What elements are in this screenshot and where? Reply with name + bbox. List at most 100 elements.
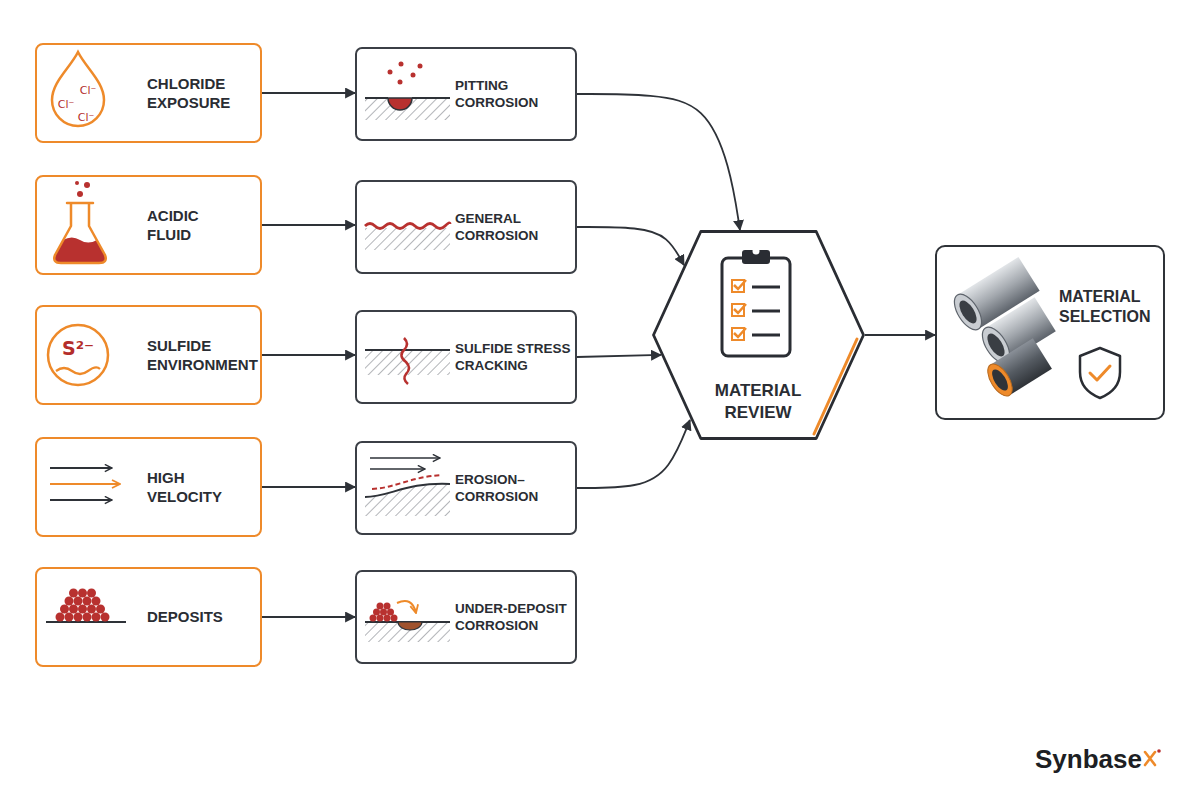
selection-box: MATERIAL SELECTION bbox=[935, 245, 1165, 420]
hazard-box: HIGH VELOCITY bbox=[35, 437, 262, 537]
deposit-particle bbox=[83, 597, 92, 606]
mechanism-box: UNDER-DEPOSIT CORROSION bbox=[355, 570, 577, 664]
pipe-bore bbox=[984, 331, 1008, 359]
flow-arrow bbox=[577, 355, 661, 357]
mechanism-box: EROSION–CORROSION bbox=[355, 441, 577, 535]
flask-rim bbox=[67, 202, 93, 205]
deposit-particle bbox=[373, 609, 380, 616]
deposit-particle bbox=[69, 605, 78, 614]
logo-text: Synbase bbox=[1035, 746, 1142, 772]
flow-arrow bbox=[262, 224, 355, 226]
ion-dot bbox=[399, 62, 404, 67]
velocity-icon bbox=[50, 468, 120, 500]
metal-hatch bbox=[365, 350, 450, 375]
surface-line bbox=[365, 621, 450, 623]
ion-dot bbox=[388, 70, 393, 75]
flow-arrow bbox=[262, 354, 355, 356]
clipboard-board bbox=[722, 258, 790, 356]
bubble bbox=[84, 182, 90, 188]
deposit-particle bbox=[69, 589, 78, 598]
flow-arrow bbox=[865, 334, 935, 336]
deposit-particle bbox=[60, 605, 69, 614]
surface-line bbox=[365, 349, 450, 351]
acid-flask-icon bbox=[54, 181, 106, 263]
flow-arrow-symbol bbox=[370, 457, 440, 459]
check-mark bbox=[734, 280, 746, 337]
pipe-body bbox=[990, 338, 1051, 395]
sulfide-wave bbox=[56, 367, 100, 374]
pipe-bore bbox=[989, 367, 1011, 393]
flow-arrow-symbol bbox=[370, 468, 425, 470]
flow-arrow bbox=[577, 94, 740, 230]
metal-hatch bbox=[365, 228, 450, 250]
pipe-face bbox=[949, 290, 987, 335]
deposit-particle bbox=[384, 615, 391, 622]
check-line bbox=[752, 287, 780, 335]
deposit-particle bbox=[96, 605, 105, 614]
stress-cracking-icon bbox=[365, 338, 450, 384]
deposit-particle bbox=[78, 605, 87, 614]
node-label: SULFIDE ENVIRONMENT bbox=[147, 336, 243, 374]
attack-arrow bbox=[397, 601, 416, 613]
deposit-particle bbox=[370, 615, 377, 622]
mechanism-box: GENERAL CORROSION bbox=[355, 180, 577, 274]
surface-line bbox=[365, 484, 450, 497]
node-label: PITTING CORROSION bbox=[455, 77, 575, 112]
flow-arrow bbox=[262, 616, 355, 618]
clip-hole bbox=[753, 248, 760, 255]
hazard-box: SULFIDE ENVIRONMENT bbox=[35, 305, 262, 405]
node-label: EROSION–CORROSION bbox=[455, 471, 575, 506]
deposit-particle bbox=[78, 589, 87, 598]
drop-outline bbox=[52, 52, 104, 126]
node-label: SULFIDE STRESS CRACKING bbox=[455, 340, 575, 375]
node-label: MATERIAL REVIEW bbox=[703, 380, 813, 424]
corroded-surface bbox=[365, 223, 450, 229]
pit bbox=[388, 98, 412, 110]
ion-dot bbox=[398, 80, 403, 85]
shield-check bbox=[1090, 366, 1110, 380]
flow-arrow-symbol bbox=[50, 467, 112, 469]
general-corrosion-icon bbox=[365, 223, 450, 250]
sulfide-icon bbox=[48, 325, 108, 385]
deposit-particle bbox=[377, 603, 384, 610]
erosion-icon bbox=[365, 458, 450, 516]
pipes-icon bbox=[949, 257, 1056, 400]
metal-hatch bbox=[365, 622, 450, 642]
flow-arrow bbox=[577, 227, 684, 265]
logo-x bbox=[1145, 752, 1155, 765]
surface-line bbox=[46, 621, 126, 623]
pipe-symbol bbox=[983, 338, 1052, 400]
logo-dot bbox=[1157, 749, 1161, 753]
node-label: DEPOSITS bbox=[147, 607, 243, 626]
check-box bbox=[732, 304, 744, 316]
deposit-particle bbox=[74, 597, 83, 606]
flow-arrow bbox=[577, 420, 690, 488]
clipboard-icon bbox=[722, 248, 790, 357]
deposit-particle bbox=[380, 609, 387, 616]
erosion-path bbox=[372, 475, 442, 489]
node-label: GENERAL CORROSION bbox=[455, 210, 575, 245]
node-label: ACIDIC FLUID bbox=[147, 206, 243, 244]
deposit-particle bbox=[92, 597, 101, 606]
shield-icon bbox=[1080, 348, 1120, 398]
pipe-body bbox=[985, 297, 1055, 362]
shield-outline bbox=[1080, 348, 1120, 398]
deposit-particle bbox=[87, 605, 96, 614]
pipe-symbol bbox=[977, 297, 1056, 367]
ion-label: Cl⁻ bbox=[78, 112, 95, 123]
chloride-drop-icon bbox=[52, 52, 104, 126]
review-hexagon: MATERIAL REVIEW bbox=[652, 230, 865, 440]
pipe-face bbox=[983, 360, 1017, 400]
deposit-pile-icon bbox=[46, 589, 126, 623]
node-label: UNDER-DEPOSIT CORROSION bbox=[455, 600, 575, 635]
hazard-box: CHLORIDE EXPOSURE bbox=[35, 43, 262, 143]
clipboard-clip bbox=[742, 250, 770, 264]
node-label: CHLORIDE EXPOSURE bbox=[147, 74, 243, 112]
deposit-pile bbox=[370, 603, 398, 622]
ion-label: Cl⁻ bbox=[58, 99, 75, 110]
